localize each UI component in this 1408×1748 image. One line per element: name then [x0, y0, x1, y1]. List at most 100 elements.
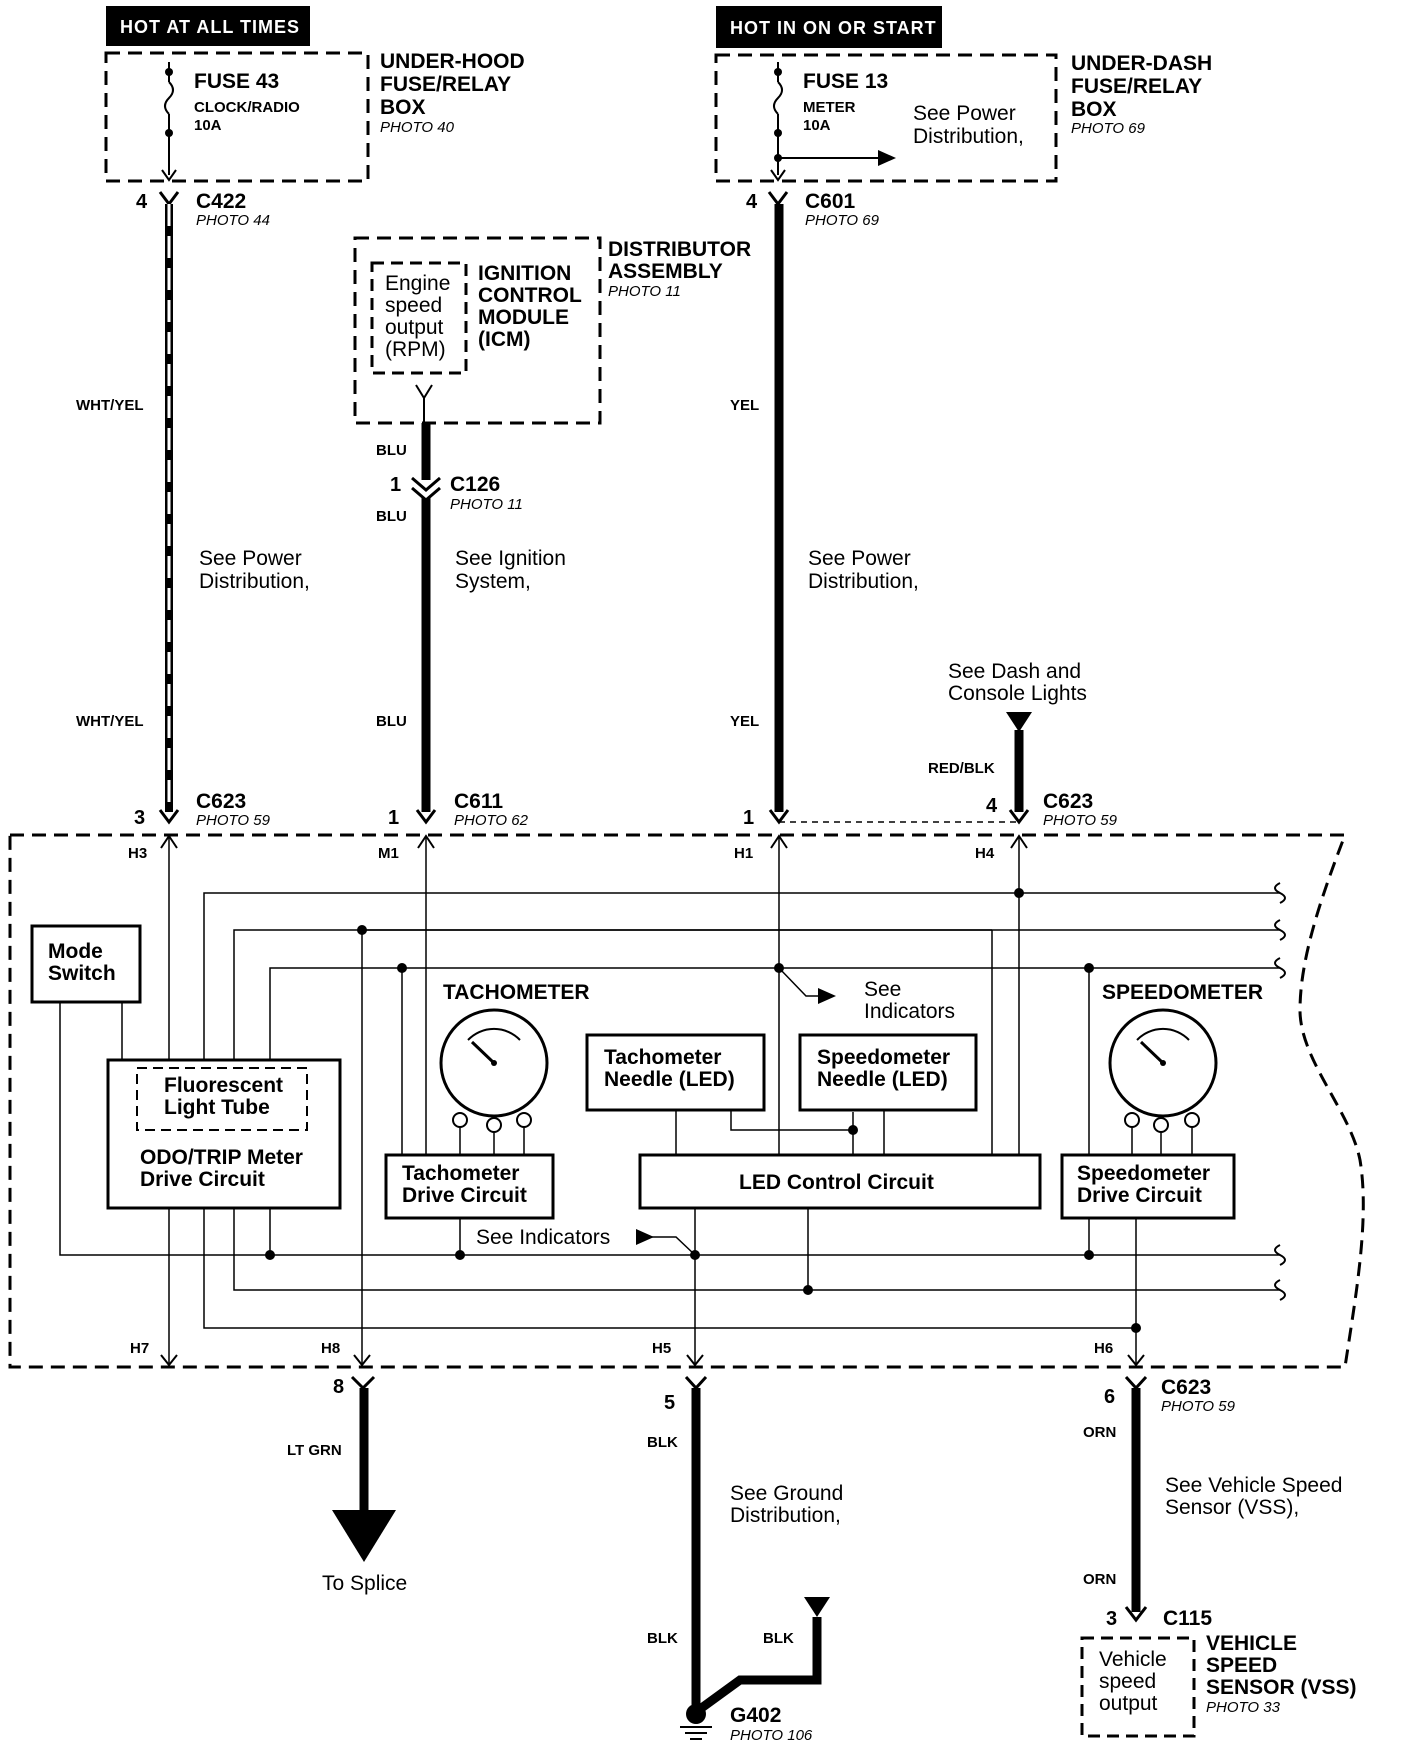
connector-row-top: 3 C623 PHOTO 59 1 C611 PHOTO 62 1 C623 P…	[134, 790, 1118, 829]
svg-text:BLK: BLK	[647, 1630, 678, 1647]
c115-label: C115	[1163, 1607, 1212, 1630]
underhood-box-line3: BOX	[380, 96, 426, 119]
svg-text:Distribution,: Distribution,	[730, 1504, 841, 1527]
svg-text:5: 5	[664, 1392, 675, 1414]
svg-text:Fluorescent: Fluorescent	[164, 1074, 283, 1097]
svg-text:H4: H4	[975, 845, 995, 862]
svg-text:H3: H3	[128, 845, 147, 862]
svg-text:output: output	[385, 316, 444, 339]
svg-text:BLU: BLU	[376, 713, 407, 730]
svg-text:Needle (LED): Needle (LED)	[817, 1068, 948, 1091]
svg-text:Vehicle: Vehicle	[1099, 1648, 1167, 1671]
svg-text:(ICM): (ICM)	[478, 328, 530, 351]
svg-text:Tachometer: Tachometer	[604, 1046, 721, 1069]
svg-text:Switch: Switch	[48, 962, 116, 985]
svg-text:speed: speed	[385, 294, 442, 317]
svg-text:DISTRIBUTOR: DISTRIBUTOR	[608, 238, 751, 261]
svg-text:1: 1	[390, 474, 401, 496]
svg-text:C611: C611	[454, 790, 503, 813]
svg-text:(RPM): (RPM)	[385, 338, 446, 361]
underhood-photo: PHOTO 40	[380, 119, 455, 136]
fuse43-label: FUSE 43	[194, 70, 279, 93]
svg-text:C623: C623	[1043, 790, 1093, 813]
svg-text:UNDER-DASH: UNDER-DASH	[1071, 52, 1212, 75]
svg-text:BLK: BLK	[763, 1630, 794, 1647]
svg-text:FUSE/RELAY: FUSE/RELAY	[1071, 75, 1202, 98]
svg-text:See Indicators: See Indicators	[476, 1226, 610, 1249]
svg-text:LT GRN: LT GRN	[287, 1442, 342, 1459]
svg-text:BLK: BLK	[647, 1434, 678, 1451]
wire-lt-grn: 8 LT GRN A To Splice	[287, 1375, 407, 1595]
c601-label: C601	[805, 190, 856, 213]
svg-text:Speedometer: Speedometer	[1077, 1162, 1210, 1185]
svg-text:LED Control Circuit: LED Control Circuit	[739, 1171, 934, 1194]
svg-text:Drive Circuit: Drive Circuit	[1077, 1184, 1202, 1207]
svg-text:4: 4	[136, 191, 148, 213]
svg-text:BOX: BOX	[1071, 98, 1117, 121]
underhood-box-line1: UNDER-HOOD	[380, 50, 525, 73]
wire-wht-yel: WHT/YEL WHT/YEL See Power Distribution,	[76, 204, 310, 812]
svg-text:PHOTO 106: PHOTO 106	[730, 1727, 813, 1744]
wire-red-blk: See Dash and Console Lights RED/BLK 4	[779, 660, 1087, 823]
svg-text:H1: H1	[734, 845, 753, 862]
svg-text:C623: C623	[1161, 1376, 1211, 1399]
svg-text:Light Tube: Light Tube	[164, 1096, 270, 1119]
svg-text:See Power: See Power	[913, 102, 1016, 125]
svg-text:Needle (LED): Needle (LED)	[604, 1068, 735, 1091]
svg-text:PHOTO 69: PHOTO 69	[1071, 120, 1146, 137]
svg-text:6: 6	[1104, 1386, 1115, 1408]
svg-text:See Ignition: See Ignition	[455, 547, 566, 570]
svg-text:H7: H7	[130, 1340, 149, 1357]
distributor-assembly: Engine speed output (RPM) IGNITION CONTR…	[353, 236, 751, 425]
svg-text:IGNITION: IGNITION	[478, 262, 571, 285]
gauge-assembly: H3 M1 H1 H4 H7 H8 H5 H6	[8, 833, 1365, 1369]
fuse43-desc: CLOCK/RADIO	[194, 99, 300, 116]
left-banner: HOT AT ALL TIMES	[120, 17, 300, 37]
wire-yel: 4 C601 PHOTO 69 YEL YEL See Power Distri…	[730, 190, 919, 812]
svg-text:ORN: ORN	[1083, 1424, 1116, 1441]
note-power-left-1: See Power	[199, 547, 302, 570]
to-splice-label: To Splice	[322, 1572, 407, 1595]
g402-label: G402	[730, 1704, 781, 1727]
svg-text:Distribution,: Distribution,	[913, 125, 1024, 148]
svg-text:C623: C623	[196, 790, 246, 813]
right-banner: HOT IN ON OR START	[730, 18, 937, 38]
svg-text:See: See	[864, 978, 901, 1001]
svg-text:H5: H5	[652, 1340, 671, 1357]
svg-text:Engine: Engine	[385, 272, 450, 295]
svg-text:METER: METER	[803, 99, 856, 116]
svg-text:Drive Circuit: Drive Circuit	[140, 1168, 265, 1191]
svg-text:PHOTO 44: PHOTO 44	[196, 212, 270, 229]
svg-text:SENSOR (VSS): SENSOR (VSS)	[1206, 1676, 1357, 1699]
svg-text:PHOTO 11: PHOTO 11	[608, 283, 681, 300]
speedometer-label: SPEEDOMETER	[1102, 981, 1263, 1004]
svg-text:ORN: ORN	[1083, 1571, 1116, 1588]
svg-text:PHOTO 59: PHOTO 59	[1161, 1398, 1236, 1415]
mode-switch-label: Mode	[48, 940, 103, 963]
svg-text:1: 1	[743, 807, 754, 829]
svg-text:PHOTO 62: PHOTO 62	[454, 812, 529, 829]
svg-text:BLU: BLU	[376, 508, 407, 525]
svg-text:PHOTO 59: PHOTO 59	[196, 812, 271, 829]
tachometer-dial-icon	[439, 1008, 549, 1133]
svg-text:Speedometer: Speedometer	[817, 1046, 950, 1069]
svg-text:Console Lights: Console Lights	[948, 682, 1087, 705]
svg-text:output: output	[1099, 1692, 1158, 1715]
svg-text:BLU: BLU	[376, 442, 407, 459]
wire-blk: 5 BLK See Ground Distribution, BLK BLK G…	[647, 1375, 843, 1744]
svg-text:C422: C422	[196, 190, 246, 213]
svg-text:YEL: YEL	[730, 713, 759, 730]
svg-text:3: 3	[1106, 1608, 1117, 1630]
svg-text:H8: H8	[321, 1340, 340, 1357]
c126-label: C126	[450, 473, 500, 496]
svg-text:See Dash and: See Dash and	[948, 660, 1081, 683]
svg-text:PHOTO 11: PHOTO 11	[450, 496, 523, 513]
speedometer-dial-icon	[1108, 1008, 1218, 1133]
svg-text:See Ground: See Ground	[730, 1482, 843, 1505]
svg-text:RED/BLK: RED/BLK	[928, 760, 995, 777]
svg-text:4: 4	[746, 191, 758, 213]
svg-text:Indicators: Indicators	[864, 1000, 955, 1023]
svg-text:Distribution,: Distribution,	[808, 570, 919, 593]
svg-text:8: 8	[333, 1376, 344, 1398]
